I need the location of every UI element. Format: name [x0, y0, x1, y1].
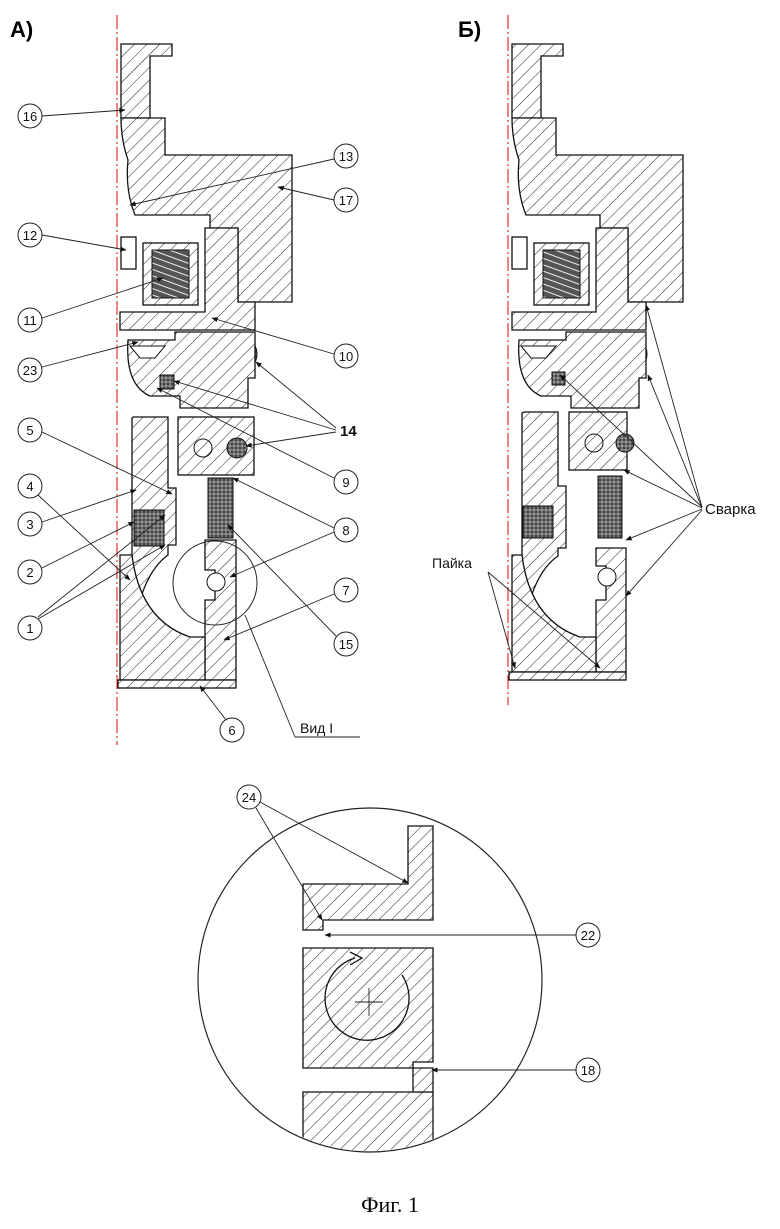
part-15-b [598, 476, 622, 538]
part-7-b [596, 548, 626, 672]
svg-text:14: 14 [340, 423, 357, 440]
part-12-b [512, 237, 527, 269]
svg-text:24: 24 [242, 790, 256, 805]
part-14-small-a [160, 375, 174, 389]
part-7-a [205, 540, 236, 680]
part-11-a [152, 250, 189, 298]
svg-text:11: 11 [23, 313, 37, 328]
part-6-b [509, 672, 626, 680]
svg-text:18: 18 [581, 1063, 595, 1078]
svg-text:15: 15 [339, 637, 353, 652]
svg-text:22: 22 [581, 928, 595, 943]
svg-text:10: 10 [339, 349, 353, 364]
view-label: Вид I [300, 720, 333, 736]
svg-text:13: 13 [339, 149, 353, 164]
part-9-a [128, 332, 255, 408]
svg-text:Пайка: Пайка [432, 555, 472, 571]
callout-12: 12 [18, 223, 126, 250]
svg-text:17: 17 [339, 193, 353, 208]
part-14-small-b [552, 372, 565, 385]
svg-text:1: 1 [26, 621, 33, 636]
pivot-detail-b [598, 568, 616, 586]
panel-b: Б) Сварка Пайк [432, 15, 756, 705]
figure-caption: Фиг. 1 [361, 1192, 419, 1217]
panel-b-label: Б) [458, 17, 481, 42]
detail-callout-22: 22 [325, 923, 600, 947]
part-9-b [519, 332, 646, 408]
panel-a-label: А) [10, 17, 33, 42]
callout-7: 7 [224, 578, 358, 640]
ball-14-b [616, 434, 634, 452]
part-bottom-b [512, 555, 596, 672]
part-2-b [523, 506, 553, 538]
pivot-detail-a [207, 573, 225, 591]
part-16-a [121, 44, 172, 118]
part-16-b [512, 44, 563, 118]
detail-gap-part [413, 1068, 433, 1092]
svg-text:12: 12 [23, 228, 37, 243]
svg-text:Сварка: Сварка [705, 501, 756, 518]
panel-a: А) Вид I [10, 15, 360, 745]
callout-23: 23 [18, 342, 138, 382]
svg-text:3: 3 [26, 517, 33, 532]
ball-14-a [227, 438, 247, 458]
svg-text:16: 16 [23, 109, 37, 124]
callout-8: 8 [230, 478, 358, 577]
svg-text:7: 7 [342, 583, 349, 598]
part-6-a [118, 680, 236, 688]
svg-text:23: 23 [23, 363, 37, 378]
svg-text:4: 4 [26, 479, 33, 494]
detail-upper-part [303, 826, 433, 930]
svg-text:2: 2 [26, 565, 33, 580]
detail-lower-part [303, 1092, 433, 1160]
callout-16: 16 [18, 104, 125, 128]
view-leader [245, 615, 295, 737]
svg-text:9: 9 [342, 475, 349, 490]
part-11-b [543, 250, 580, 298]
detail-callout-18: 18 [432, 1058, 600, 1082]
svg-text:8: 8 [342, 523, 349, 538]
svg-text:5: 5 [26, 423, 33, 438]
part-12-a [121, 237, 136, 269]
detail-view: 24 22 18 [198, 785, 600, 1160]
callout-6: 6 [200, 686, 244, 742]
svg-text:6: 6 [228, 723, 235, 738]
part-bottom-a [120, 555, 205, 680]
detail-rotor-part [303, 948, 433, 1068]
part-15-a [208, 478, 233, 538]
